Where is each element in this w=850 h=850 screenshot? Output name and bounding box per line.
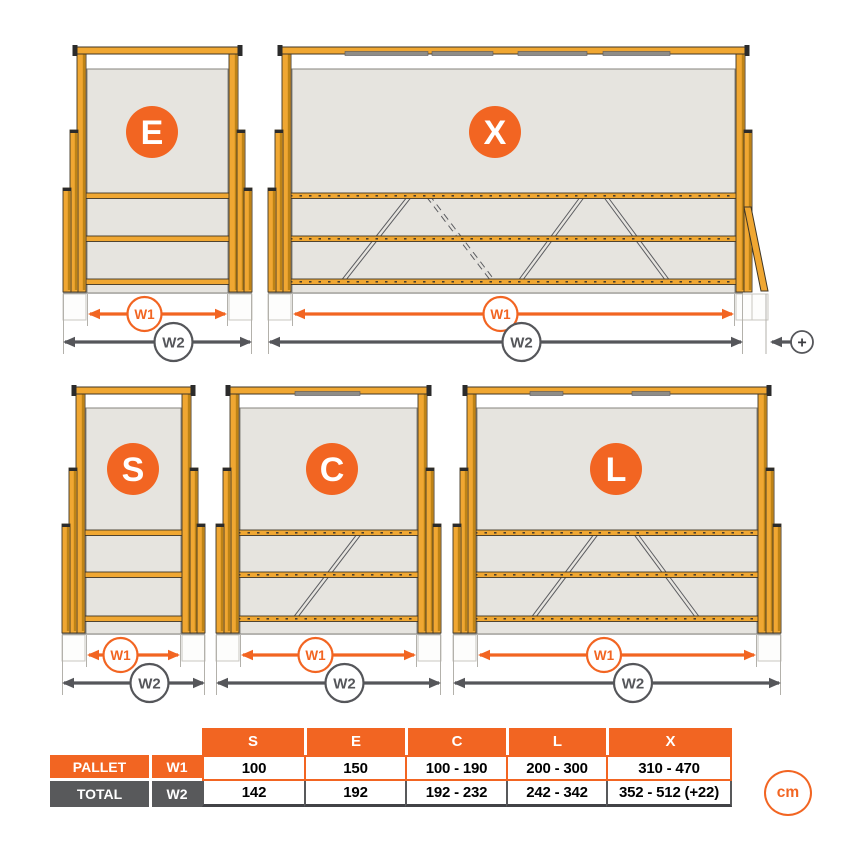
w2-circle-x	[501, 321, 542, 363]
plus-label: +	[797, 335, 806, 352]
w2-circle-e	[153, 321, 194, 363]
size-letter-c: C	[320, 451, 345, 489]
w2-circle-s	[129, 662, 170, 704]
w1-label-x: W1	[490, 307, 511, 322]
panel-x	[291, 68, 736, 294]
w1-circle-s	[102, 636, 139, 674]
w1-label-e: W1	[134, 307, 155, 322]
dimension-w2-l: W2	[453, 662, 781, 704]
size-badge-s	[107, 443, 159, 495]
dimension-w1-c: W1	[241, 636, 416, 674]
dimension-w2-s: W2	[62, 662, 205, 704]
cell-w1-x: 310 - 470	[606, 755, 732, 781]
panel-s	[85, 407, 182, 635]
plus-circle	[790, 330, 814, 354]
cell-w2-e: 192	[304, 781, 405, 807]
table-header-x: X	[606, 728, 732, 755]
w1-label-l: W1	[594, 648, 615, 663]
unit-badge-cm: cm	[764, 770, 812, 816]
cell-w1-s: 100	[202, 755, 304, 781]
dimension-w1-l: W1	[478, 636, 756, 674]
table-header-l: L	[506, 728, 606, 755]
size-badge-c	[306, 443, 358, 495]
size-letter-x: X	[484, 114, 507, 152]
cell-w2-x: 352 - 512 (+22)	[606, 781, 732, 807]
cell-w1-c: 100 - 190	[405, 755, 506, 781]
size-letter-l: L	[606, 451, 627, 489]
w1-circle-c	[297, 636, 334, 674]
w2-circle-c	[324, 662, 365, 704]
w2-label-c: W2	[333, 675, 356, 692]
w1-label-c: W1	[305, 648, 326, 663]
table-header-s: S	[202, 728, 304, 755]
cell-w2-s: 142	[202, 781, 304, 807]
dimension-w1-s: W1	[87, 636, 180, 674]
cell-w1-e: 150	[304, 755, 405, 781]
cell-w2-c: 192 - 232	[405, 781, 506, 807]
table-corner-empty	[50, 728, 202, 755]
table-header-e: E	[304, 728, 405, 755]
extra-width-marker: +	[765, 294, 814, 354]
row-label-w1: W1	[152, 755, 202, 781]
size-letter-e: E	[141, 114, 164, 152]
row-label-w2: W2	[152, 781, 202, 807]
top-bar-e	[73, 46, 242, 55]
top-bar-l	[463, 386, 771, 395]
size-letter-s: S	[122, 451, 145, 489]
cell-w1-l: 200 - 300	[506, 755, 606, 781]
table-header-c: C	[405, 728, 506, 755]
unit-label: cm	[776, 784, 800, 801]
panel-l	[476, 407, 758, 635]
support-strut	[743, 206, 769, 292]
w1-label-s: W1	[110, 648, 131, 663]
w2-circle-l	[612, 662, 654, 704]
dimension-w2-e: W2	[63, 321, 252, 363]
size-badge-x	[469, 106, 521, 158]
dimension-w2-x: W2	[268, 321, 743, 363]
dimension-w2-c: W2	[216, 662, 441, 704]
w2-label-s: W2	[138, 675, 161, 692]
row-label-pallet: PALLET	[50, 755, 152, 781]
w1-circle-x	[482, 295, 519, 333]
w1-circle-e	[126, 295, 163, 333]
row-label-total: TOTAL	[50, 781, 152, 807]
w2-label-e: W2	[162, 334, 185, 351]
cell-w2-l: 242 - 342	[506, 781, 606, 807]
panel-e	[86, 68, 229, 294]
size-badge-e	[126, 106, 178, 158]
w2-label-l: W2	[622, 675, 645, 692]
size-table: S E C L X PALLET W1 100 150 100 - 190 20…	[50, 728, 732, 807]
dimension-w1-x: W1	[293, 295, 734, 333]
top-bar-s	[72, 386, 195, 395]
w1-circle-l	[585, 636, 623, 674]
panel-c	[239, 407, 418, 635]
dimension-w1-e: W1	[88, 295, 227, 333]
size-badge-l	[590, 443, 642, 495]
w2-label-x: W2	[510, 334, 533, 351]
